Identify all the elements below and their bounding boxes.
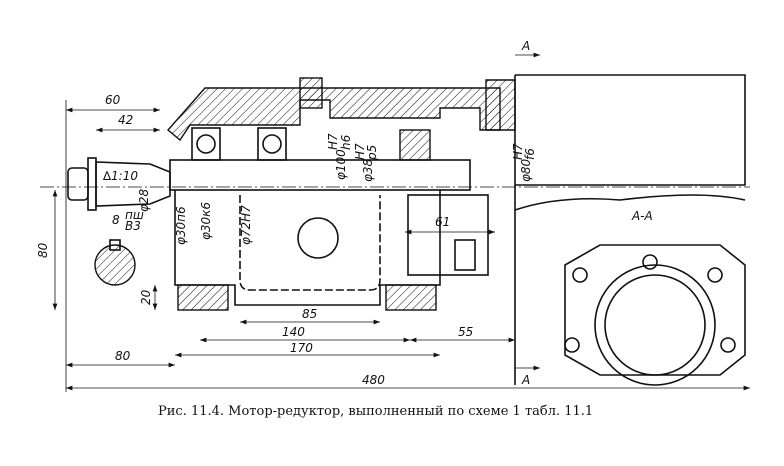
- dim-80-bottom: 80: [115, 349, 131, 363]
- dim-480: 480: [362, 373, 385, 387]
- dim-phi100-fit-top: Н7: [326, 133, 340, 150]
- technical-drawing: 60 42 ∆1:10 φ28 8 пш В3 80 20 φ30п6 φ30к…: [36, 39, 750, 392]
- gearbox-body: [174, 190, 489, 311]
- dim-phi28: φ28: [137, 188, 151, 212]
- section-a-a: [564, 244, 746, 386]
- key-section: [94, 239, 136, 286]
- dim-phi100-fit-bottom: h6: [339, 134, 353, 150]
- section-mark-bottom: A: [521, 373, 530, 387]
- dim-60: 60: [105, 93, 121, 107]
- dim-phi80-fit-top: Н7: [511, 143, 525, 160]
- dimension-lines: [52, 52, 750, 392]
- dim-20: 20: [139, 289, 153, 305]
- dim-140: 140: [282, 325, 305, 339]
- dim-taper: ∆1:10: [102, 169, 138, 183]
- dim-key: 8: [112, 213, 120, 227]
- dim-key-fit-top: пш: [125, 208, 144, 222]
- dim-phi30n6: φ30п6: [174, 206, 188, 245]
- dim-phi38-fit-top: Н7: [353, 143, 367, 160]
- dim-61: 61: [435, 215, 450, 229]
- dim-key-fit-bottom: В3: [125, 219, 141, 233]
- section-title: А-А: [631, 209, 653, 223]
- figure-caption: Рис. 11.4. Мотор-редуктор, выполненный п…: [158, 404, 594, 419]
- housing-cover: [166, 77, 516, 142]
- section-mark-top: A: [521, 39, 530, 53]
- dim-85: 85: [302, 307, 317, 321]
- electric-motor: [514, 74, 746, 385]
- dim-170: 170: [290, 341, 313, 355]
- dim-phi72: φ72Н7: [239, 205, 253, 245]
- dim-phi100: φ100: [334, 149, 348, 180]
- dim-phi38-fit-bottom: р5: [365, 145, 379, 161]
- dim-phi80-fit-bottom: f6: [523, 148, 537, 160]
- dim-80-left: 80: [36, 242, 50, 258]
- output-shaft: [67, 157, 471, 211]
- dim-55: 55: [458, 325, 473, 339]
- dim-phi38: φ38: [361, 158, 375, 182]
- dim-phi30k6: φ30к6: [199, 202, 213, 240]
- dim-42: 42: [118, 113, 133, 127]
- bearings: [191, 127, 431, 161]
- dim-phi80: φ80: [519, 158, 533, 182]
